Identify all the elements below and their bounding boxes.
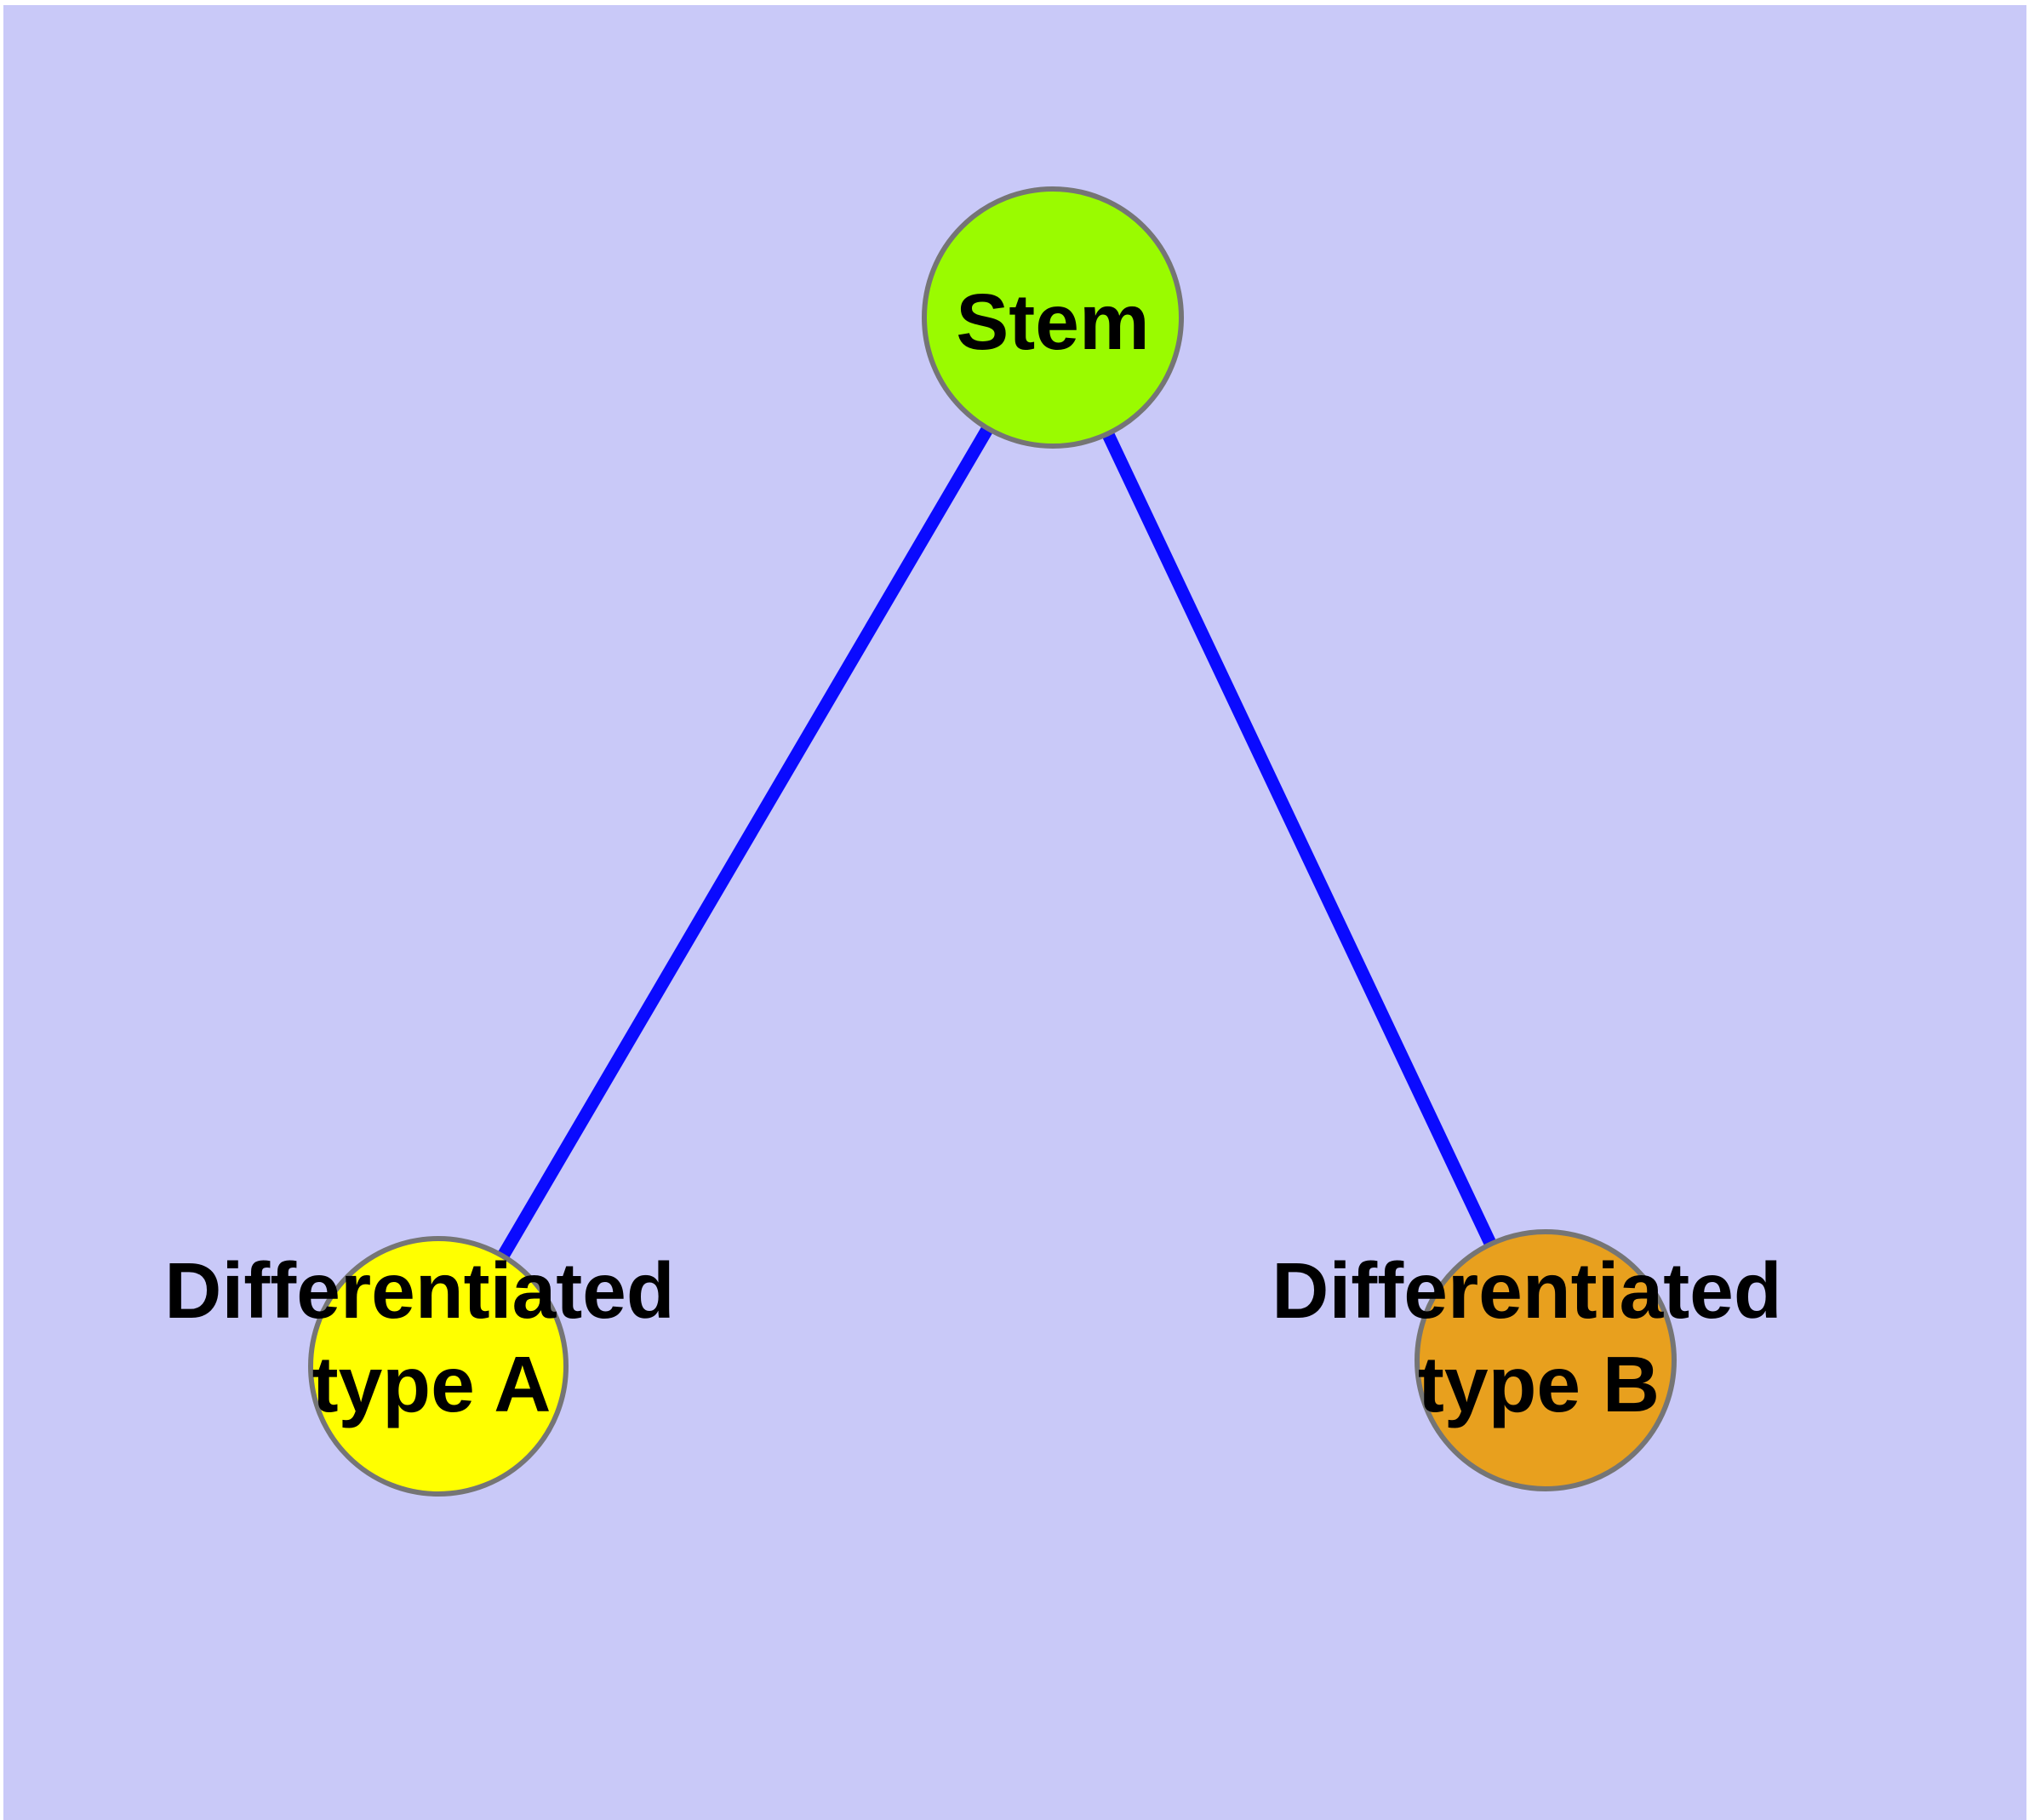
node-type-a-label-line2: type A (312, 1340, 552, 1428)
node-stem-label: Stem (956, 278, 1149, 366)
node-differentiated-type-b (1415, 1229, 1677, 1491)
edge-stem-to-type-a (432, 314, 1059, 1370)
node-type-b-label-line1: Differentiated (1272, 1246, 1781, 1335)
node-type-b-label-line2: type B (1418, 1340, 1660, 1428)
node-type-a-label-line1: Differentiated (164, 1246, 674, 1335)
node-stem (922, 186, 1184, 449)
edge-stem-to-type-b (1047, 314, 1552, 1364)
node-differentiated-type-a (308, 1236, 569, 1497)
